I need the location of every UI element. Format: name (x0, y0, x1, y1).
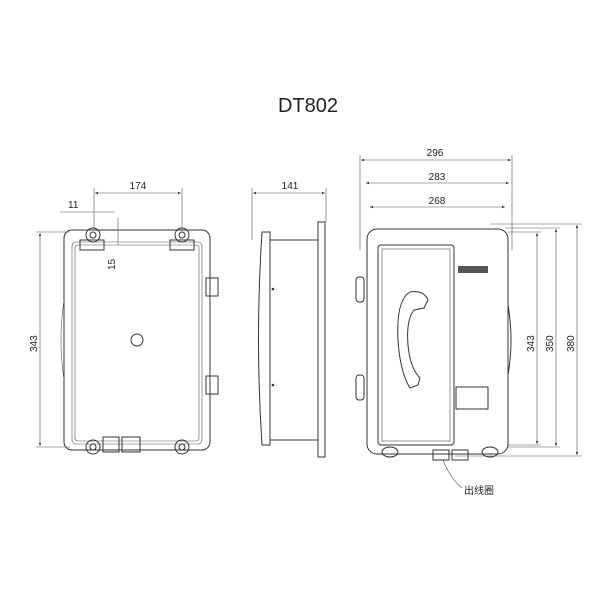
dim-268: 268 (429, 196, 446, 207)
drawing-title: DT802 (278, 95, 338, 117)
dim-350: 350 (545, 335, 556, 352)
dim-380: 380 (566, 335, 577, 352)
side-view: 141 (251, 181, 327, 458)
front-view: 296 283 268 343 350 380 出线圈 (355, 148, 582, 497)
dim-174: 174 (130, 181, 147, 192)
dim-296: 296 (427, 148, 444, 159)
back-view: 174 11 15 343 (29, 181, 219, 455)
dim-11: 11 (68, 200, 79, 211)
dim-141: 141 (282, 181, 299, 192)
dim-283: 283 (429, 172, 446, 183)
cable-gland-label: 出线圈 (464, 484, 494, 497)
dim-343-front: 343 (526, 335, 537, 352)
dim-15: 15 (107, 258, 118, 270)
dim-343-back: 343 (29, 335, 40, 352)
